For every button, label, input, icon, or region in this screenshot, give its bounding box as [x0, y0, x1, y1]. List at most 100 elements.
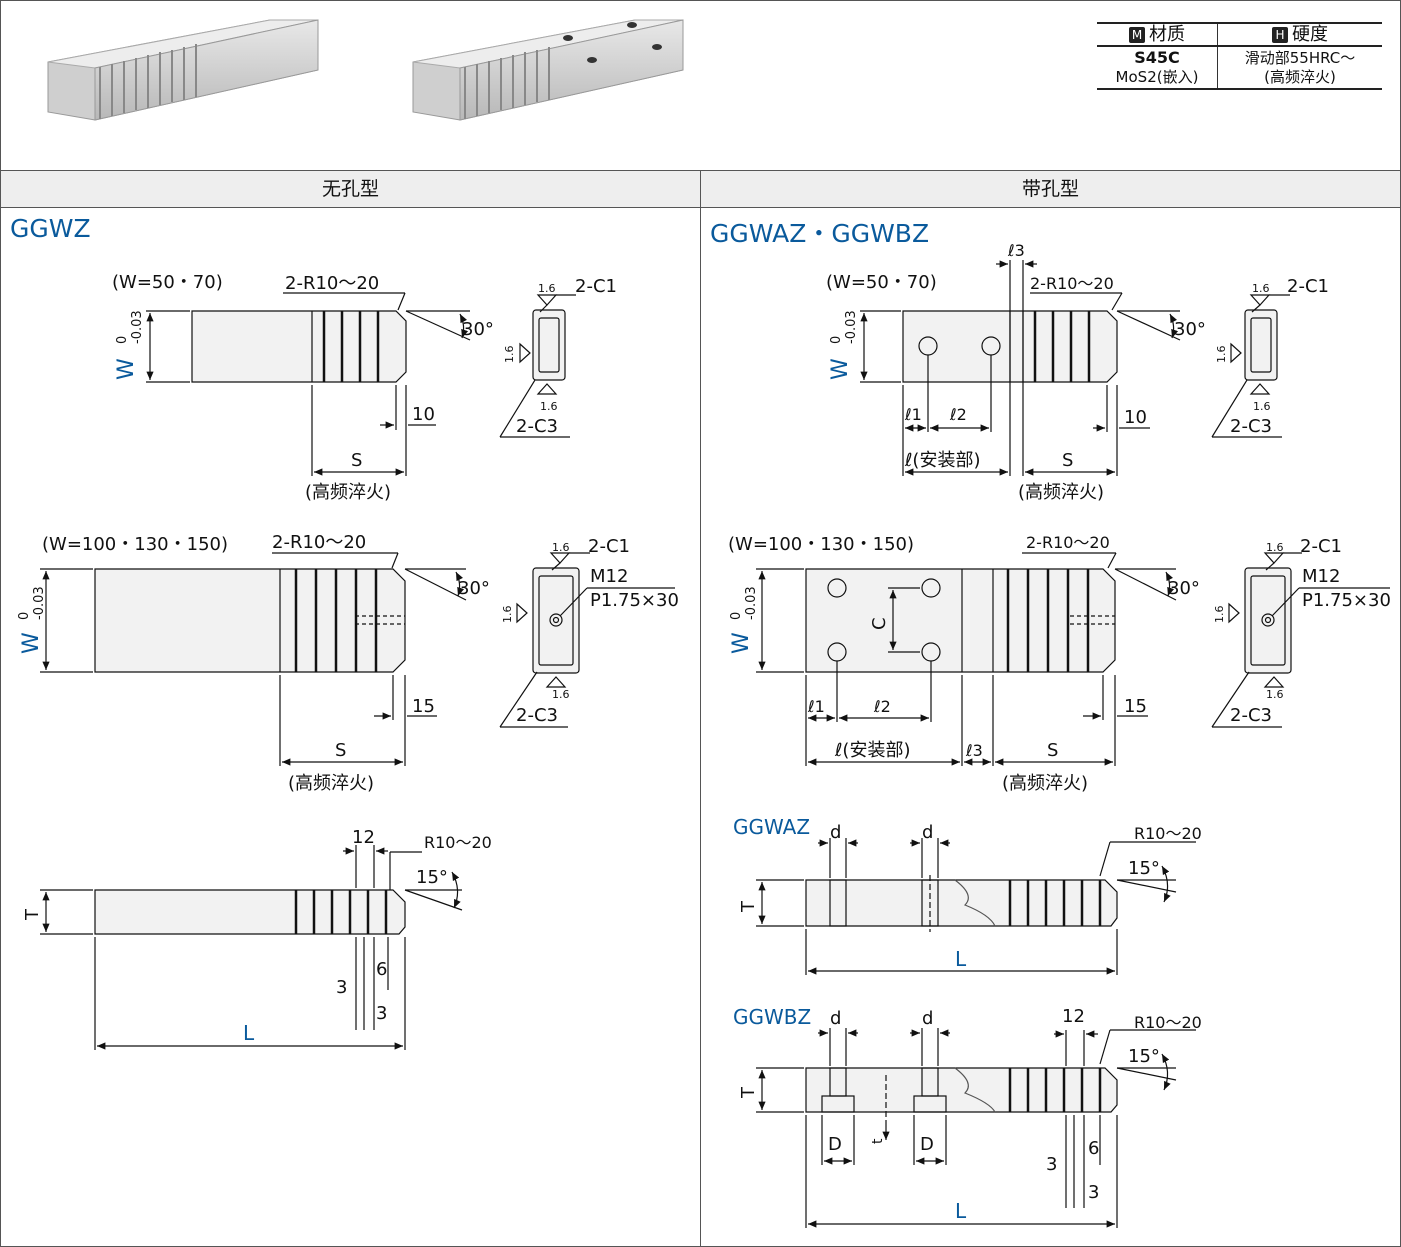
hardening-4: (高频淬火) [1002, 773, 1088, 794]
l3-1: ℓ3 [1007, 241, 1025, 260]
rough-1a: 1.6 [538, 282, 556, 295]
ggwbz-label: GGWBZ [733, 1005, 811, 1029]
l-mount-2: ℓ(安装部) [834, 740, 910, 761]
hardness-value: 滑动部55HRC～ [1244, 48, 1356, 67]
rough-3a: 1.6 [1252, 282, 1270, 295]
w-dim-3: W [828, 358, 853, 380]
w-dim-4: W [729, 632, 754, 654]
hardness-badge: H [1272, 27, 1288, 43]
l3-2: ℓ3 [965, 741, 983, 760]
d12-1: 12 [352, 827, 375, 848]
angle-30-3: 30° [1174, 319, 1206, 340]
d12-2: 12 [1062, 1006, 1085, 1027]
tol-003-4: -0.03 [744, 586, 759, 620]
ggwaz-small-top [860, 260, 1181, 476]
r-note-4: 2-R10～20 [1026, 533, 1110, 552]
t-1: T [22, 908, 43, 921]
m12-1: M12 [590, 566, 628, 587]
d6-2: 6 [1088, 1138, 1099, 1159]
rough-2c: 1.6 [501, 606, 514, 624]
tol-003-1: -0.03 [130, 310, 145, 344]
ggwz-side [40, 845, 463, 1050]
l-1: L [243, 1021, 255, 1045]
right-section-header: 带孔型 [701, 170, 1400, 208]
material-sub: MoS2(嵌入) [1115, 68, 1199, 86]
angle-15-2: 15° [1128, 858, 1160, 879]
ggwz-small-end [499, 294, 576, 438]
r1020-3: R10～20 [1134, 1013, 1202, 1032]
angle-15-1: 15° [416, 867, 448, 888]
hardness-header: 硬度 [1292, 24, 1328, 45]
ggwz-small-top [146, 292, 471, 476]
l1-1: ℓ1 [904, 405, 922, 424]
l-3: L [955, 1199, 967, 1223]
w-large-label-r: (W=100・130・150) [728, 534, 914, 555]
rough-1b: 1.6 [540, 400, 558, 413]
pitch-1: P1.75×30 [590, 590, 679, 611]
l2-1: ℓ2 [949, 405, 967, 424]
c3-3: 2-C3 [1230, 416, 1272, 437]
ggwz-large-end [499, 552, 675, 728]
l-mount-1: ℓ(安装部) [904, 450, 980, 471]
w-large-label: (W=100・130・150) [42, 534, 228, 555]
material-badge: M [1129, 27, 1145, 43]
hardness-sub: (高频淬火) [1264, 67, 1336, 86]
d3-2b: 3 [1088, 1182, 1099, 1203]
r1020-2: R10～20 [1134, 824, 1202, 843]
tol-0-1: 0 [115, 336, 130, 344]
rough-3c: 1.6 [1215, 346, 1228, 364]
r-note-1: 2-R10～20 [285, 273, 379, 294]
dimension-text: (W=50・70) 2-R10～20 30° W 0 -0.03 S (高频淬火… [17, 241, 1391, 1223]
c3-4: 2-C3 [1230, 705, 1272, 726]
c3-2: 2-C3 [516, 705, 558, 726]
d10-2: 10 [1124, 407, 1147, 428]
w-small-label: (W=50・70) [112, 272, 223, 293]
d-3: d [830, 1008, 841, 1029]
product-photo-holes [412, 19, 684, 121]
pitch-2: P1.75×30 [1302, 590, 1391, 611]
tol-0-4: 0 [729, 612, 744, 620]
hardening-2: (高频淬火) [288, 773, 374, 794]
tol-003-3: -0.03 [844, 310, 859, 344]
dd-1: D [828, 1134, 842, 1155]
d3-1b: 3 [376, 1003, 387, 1024]
ggwaz-label: GGWAZ [733, 815, 810, 839]
w-dim-1: W [114, 358, 139, 380]
left-title: GGWZ [10, 214, 91, 243]
w-small-label-r: (W=50・70) [826, 272, 937, 293]
rough-4a: 1.6 [1266, 541, 1284, 554]
t-3: T [738, 1086, 759, 1099]
section-divider [700, 170, 701, 1247]
s-3: S [1062, 450, 1073, 471]
angle-30-2: 30° [458, 578, 490, 599]
hardness-cell: 滑动部55HRC～(高频淬火) [1217, 46, 1382, 90]
product-photo-plain [47, 19, 319, 121]
rough-3b: 1.6 [1253, 400, 1271, 413]
ggwaz-large-end [1211, 552, 1390, 728]
s-1: S [351, 450, 362, 471]
angle-30-4: 30° [1168, 578, 1200, 599]
material-header: 材质 [1149, 24, 1185, 45]
angle-15-3: 15° [1128, 1046, 1160, 1067]
d-4: d [922, 1008, 933, 1029]
c-dim: C [869, 617, 890, 630]
hardening-3: (高频淬火) [1018, 482, 1104, 503]
tol-003-2: -0.03 [32, 586, 47, 620]
r-note-2: 2-R10～20 [272, 532, 366, 553]
s-2: S [335, 740, 346, 761]
material-value: S45C [1134, 48, 1180, 67]
c1-3: 2-C1 [1287, 276, 1329, 297]
rough-4b: 1.6 [1266, 688, 1284, 701]
r1020-1: R10～20 [424, 833, 492, 852]
tol-0-2: 0 [17, 612, 32, 620]
ggwaz-side [756, 838, 1196, 975]
l-2: L [955, 947, 967, 971]
t-2: T [738, 900, 759, 913]
d15-2: 15 [1124, 696, 1147, 717]
m12-2: M12 [1302, 566, 1340, 587]
right-title: GGWAZ・GGWBZ [710, 219, 930, 248]
d3-2a: 3 [1046, 1154, 1057, 1175]
